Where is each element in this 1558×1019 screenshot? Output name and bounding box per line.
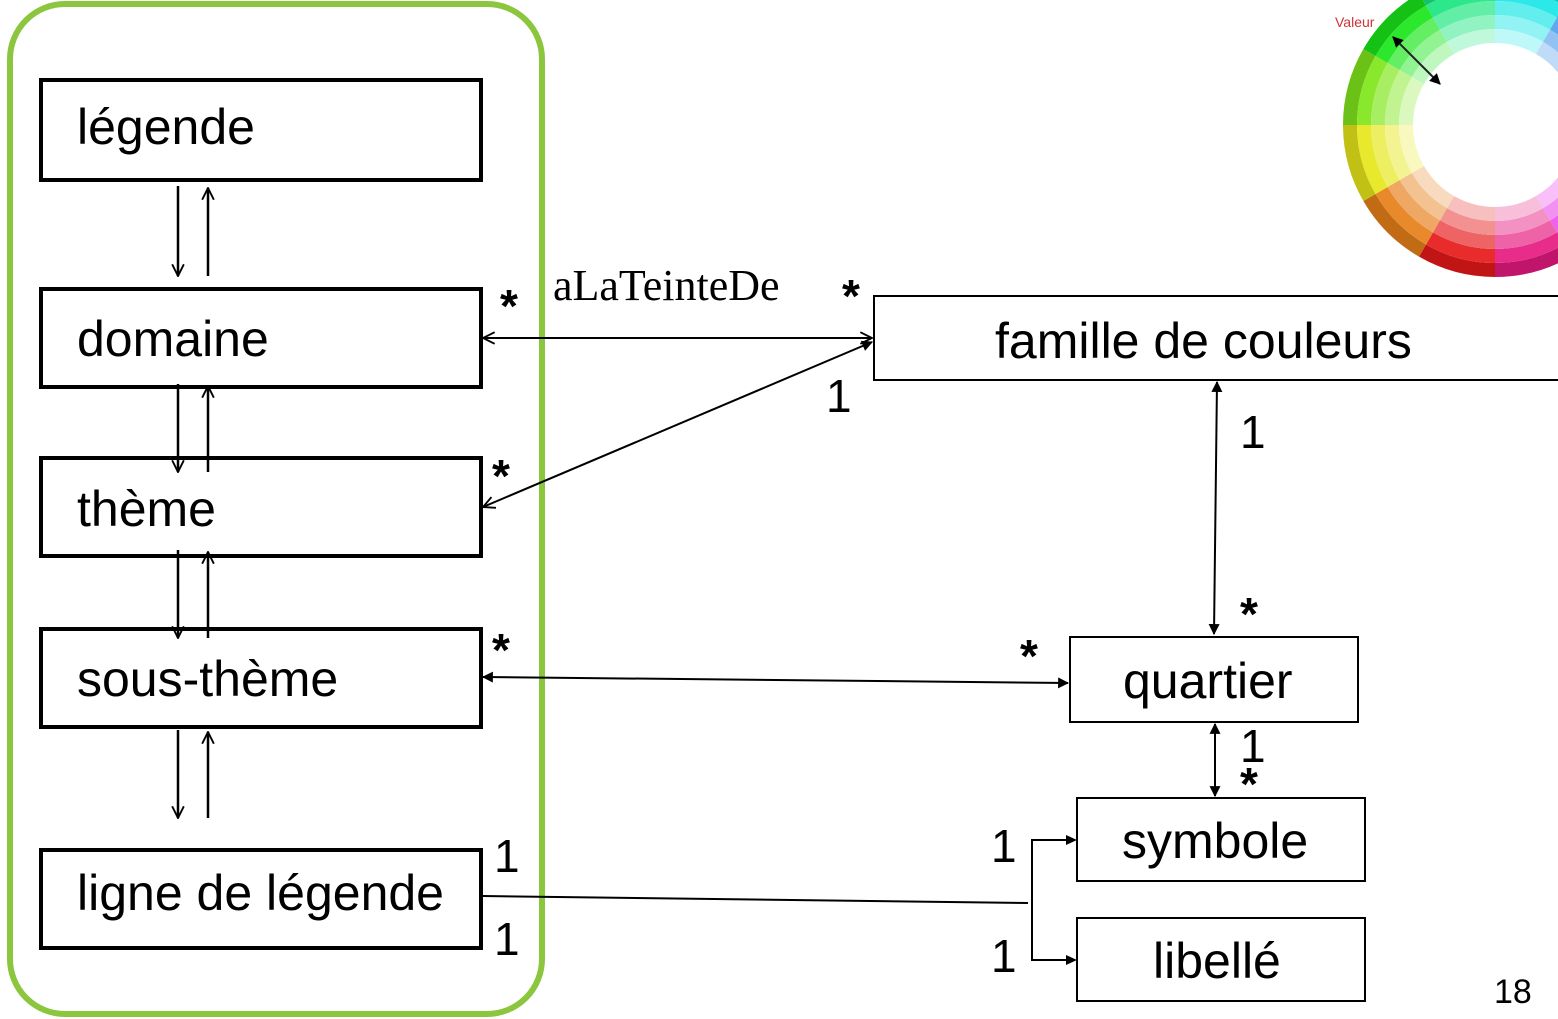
color-wheel-segment [1495,247,1558,277]
class-symbole-label: symbole [1122,813,1308,869]
class-quartier-label: quartier [1123,653,1293,709]
mult-famille-top: * [842,270,860,322]
assoc-ligne-symbole-libelle [482,895,1029,904]
class-famille-de-couleurs: famille de couleurs [873,295,1558,381]
page-number: 18 [1494,973,1532,1011]
color-wheel-segment [1440,208,1495,235]
branch-arrowheads [1066,835,1077,965]
color-wheel-segment [1495,0,1558,18]
color-wheel-segment [1343,49,1376,125]
mult-famille-quartier: 1 [1240,406,1266,458]
class-libelle: libellé [1076,917,1366,1002]
class-ligne-de-legende: ligne de légende [39,848,483,950]
color-wheel-segment [1375,5,1433,63]
mult-domaine: * [500,280,518,332]
class-ligne-de-legende-label: ligne de légende [77,865,444,921]
color-wheel-segment [1536,177,1558,209]
mult-ligne-top: 1 [494,830,520,882]
legend-group-frame [7,1,545,1017]
color-wheel-segment [1495,196,1543,221]
class-theme: thème [39,456,483,558]
color-wheel-segment [1343,125,1376,201]
class-symbole: symbole [1076,797,1366,882]
association-lines [481,338,1223,961]
color-wheel-segment [1543,29,1558,53]
assoc-sous-theme-quartier [481,671,1070,689]
color-wheel-segment [1536,41,1558,73]
color-wheel-segment [1426,0,1495,18]
color-wheel-segment [1371,125,1400,187]
class-theme-label: thème [77,481,216,537]
mult-ligne-bottom: 1 [494,913,520,965]
color-wheel-segment [1440,15,1495,42]
color-wheel-segment [1357,125,1388,194]
assoc-branch [1031,839,1075,961]
color-wheel-segment [1495,220,1557,249]
color-wheel-segment [1495,232,1558,263]
class-domaine-label: domaine [77,311,269,367]
color-wheel-segment [1447,196,1495,221]
class-domaine: domaine [39,287,483,389]
value-arrow [1392,36,1441,85]
assoc-theme-famille [483,342,872,507]
color-wheel-segment [1385,125,1412,180]
class-sous-theme: sous-thème [39,627,483,729]
color-wheel-segment [1357,56,1388,125]
mult-quartier-left: * [1020,630,1038,682]
class-legende: légende [39,78,483,182]
hierarchy-arrows [178,186,208,818]
color-wheel-segment [1495,15,1550,42]
color-wheel-segment [1553,0,1558,3]
color-wheel-image: Valeur [1335,0,1558,277]
mult-libelle-left: 1 [991,930,1017,982]
color-wheel-segment [1550,215,1558,233]
class-libelle-label: libellé [1153,933,1281,989]
mult-symbole-left: 1 [991,820,1017,872]
color-wheel-segment [1399,77,1424,125]
class-sous-theme-label: sous-thème [77,651,338,707]
color-wheel-label: Valeur [1335,14,1375,30]
assoc-famille-quartier [1208,380,1223,636]
color-wheel-segment [1543,197,1558,221]
color-wheel-segment [1422,0,1437,6]
color-wheel-segment [1447,29,1495,54]
mult-theme: * [492,450,510,502]
color-wheel-segment [1399,125,1424,173]
mult-quartier-bottom: 1 [1240,720,1266,772]
association-name: aLaTeinteDe [553,261,780,310]
mult-famille-bottom: 1 [826,370,852,422]
color-wheel-segment [1433,220,1495,249]
mult-sous-theme: * [492,624,510,676]
color-wheel-segment [1550,17,1558,35]
color-wheel-segment [1363,0,1426,56]
class-famille-label: famille de couleurs [995,313,1412,369]
class-quartier: quartier [1069,636,1359,723]
mult-symbole-top: * [1240,758,1258,810]
color-wheel-segment [1419,244,1495,277]
color-wheel-segment [1375,187,1433,245]
color-wheel-segment [1433,1,1495,30]
class-legende-label: légende [77,99,255,155]
color-wheel-segment [1426,232,1495,263]
color-wheel-segment [1495,1,1557,30]
color-wheel-segment [1363,194,1426,257]
multiplicities: * * 1 * 1 * * * 1 * 1 1 1 1 [492,270,1266,982]
mult-quartier-top: * [1240,588,1258,640]
color-wheel-segment [1495,208,1550,235]
color-wheel-segment [1387,180,1440,233]
color-wheel-segment [1495,29,1543,54]
color-wheel-segment [1399,173,1447,221]
color-wheel-segment [1411,166,1454,209]
